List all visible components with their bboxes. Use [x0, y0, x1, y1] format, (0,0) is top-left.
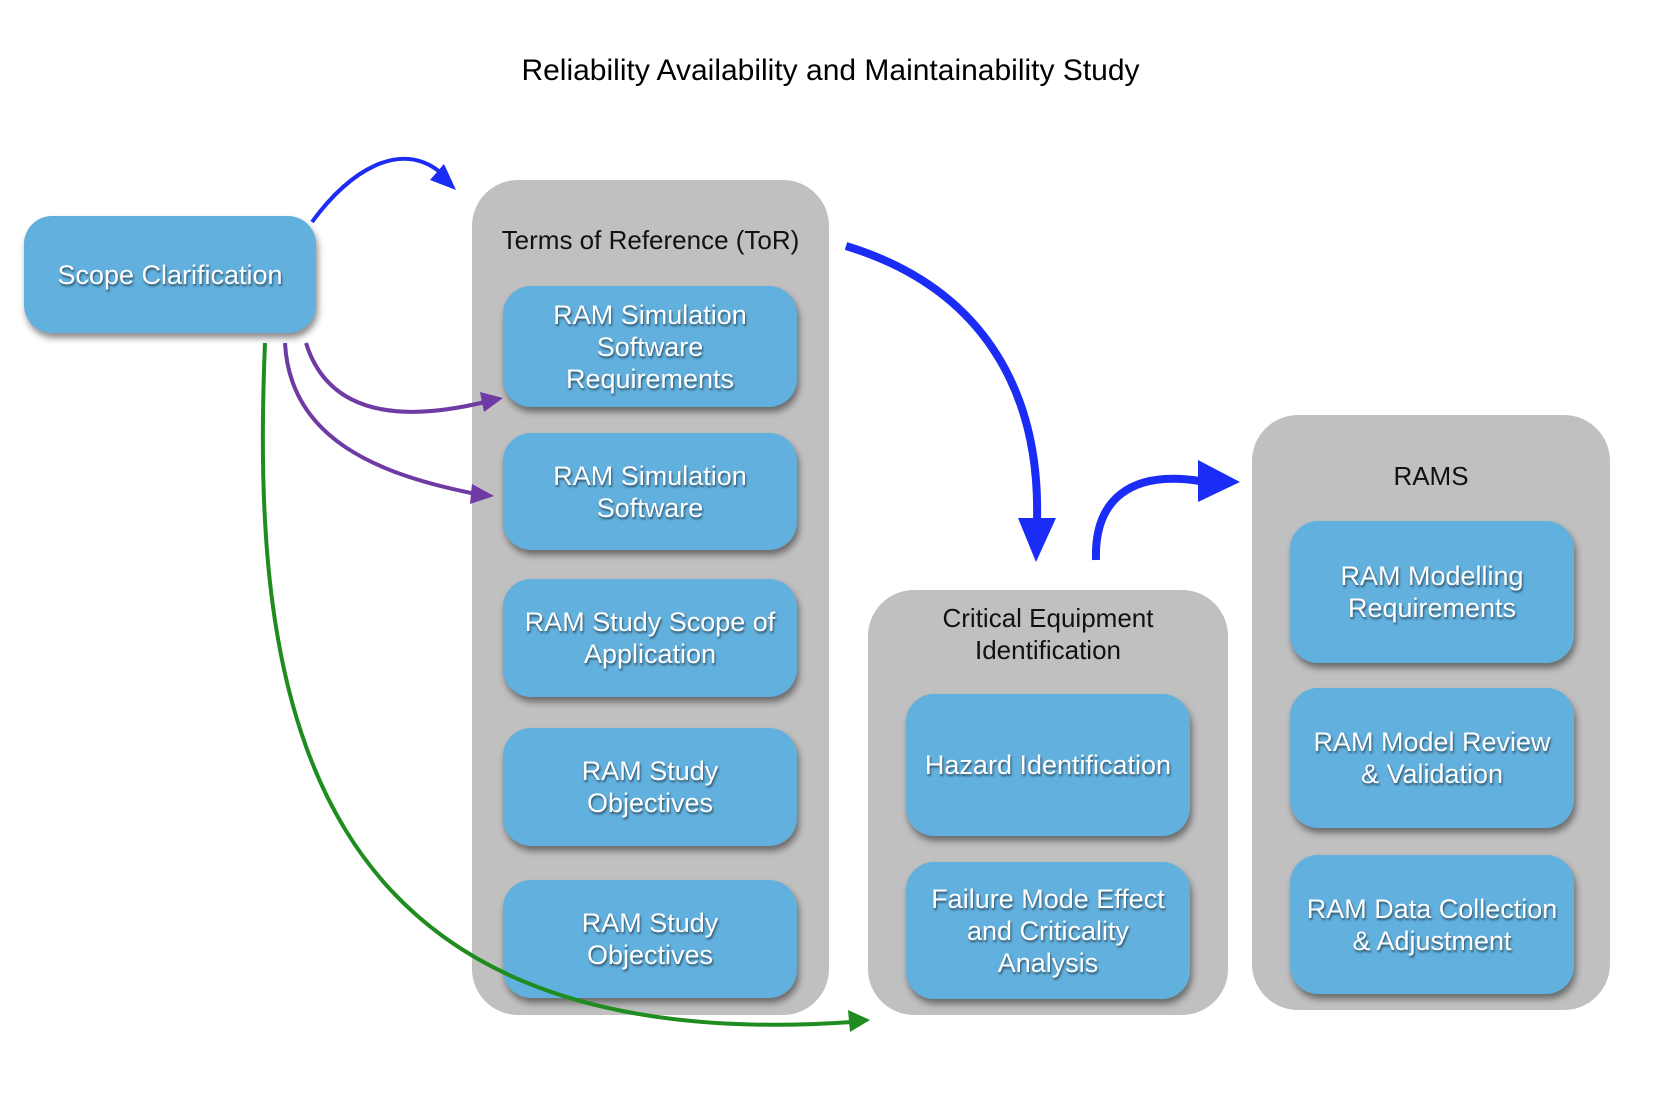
node-label: Failure Mode Effect and Criticality Anal… [931, 883, 1165, 978]
diagram-title: Reliability Availability and Maintainabi… [521, 54, 1140, 87]
node-label: RAM Modelling Requirements [1340, 561, 1524, 623]
node-label: RAM Study Objectives [581, 756, 719, 818]
node-label: RAM Study Objectives [581, 908, 719, 970]
arrow-scope-to-software-requirements [304, 342, 503, 414]
fmeca-node: Failure Mode Effect and Criticality Anal… [906, 862, 1190, 999]
ram-data-collection-node: RAM Data Collection & Adjustment [1290, 855, 1574, 994]
node-label: RAM Simulation Software Requirements [553, 299, 747, 394]
node-label: RAM Simulation Software [553, 460, 747, 523]
ram-study-objectives-node: RAM Study Objectives [503, 728, 797, 846]
critical-equipment-label: Critical Equipment Identification [942, 603, 1154, 665]
scope-clarification-node: Scope Clarification [24, 216, 316, 333]
node-label: Hazard Identification [924, 750, 1172, 780]
scope-clarification-label: Scope Clarification [57, 259, 283, 290]
node-label: RAM Model Review & Validation [1313, 727, 1551, 789]
ram-study-objectives-node-2: RAM Study Objectives [503, 880, 797, 998]
node-label: RAM Data Collection & Adjustment [1306, 893, 1558, 956]
ram-simulation-software-requirements-node: RAM Simulation Software Requirements [503, 286, 797, 407]
ram-study-scope-node: RAM Study Scope of Application [503, 579, 797, 697]
arrow-scope-to-tor [310, 156, 456, 224]
hazard-identification-node: Hazard Identification [906, 694, 1190, 836]
node-label: RAM Study Scope of Application [524, 607, 776, 669]
ram-model-review-node: RAM Model Review & Validation [1290, 688, 1574, 828]
terms-of-reference-label: Terms of Reference (ToR) [501, 225, 800, 255]
rams-label: RAMS [1393, 461, 1469, 491]
arrow-scope-to-critical-equipment [260, 342, 870, 1032]
arrow-critical-equipment-to-rams [1091, 460, 1240, 561]
ram-simulation-software-node: RAM Simulation Software [503, 433, 797, 550]
arrow-tor-to-critical-equipment [844, 242, 1056, 562]
ram-modelling-requirements-node: RAM Modelling Requirements [1290, 521, 1574, 663]
arrow-scope-to-software [283, 342, 494, 504]
